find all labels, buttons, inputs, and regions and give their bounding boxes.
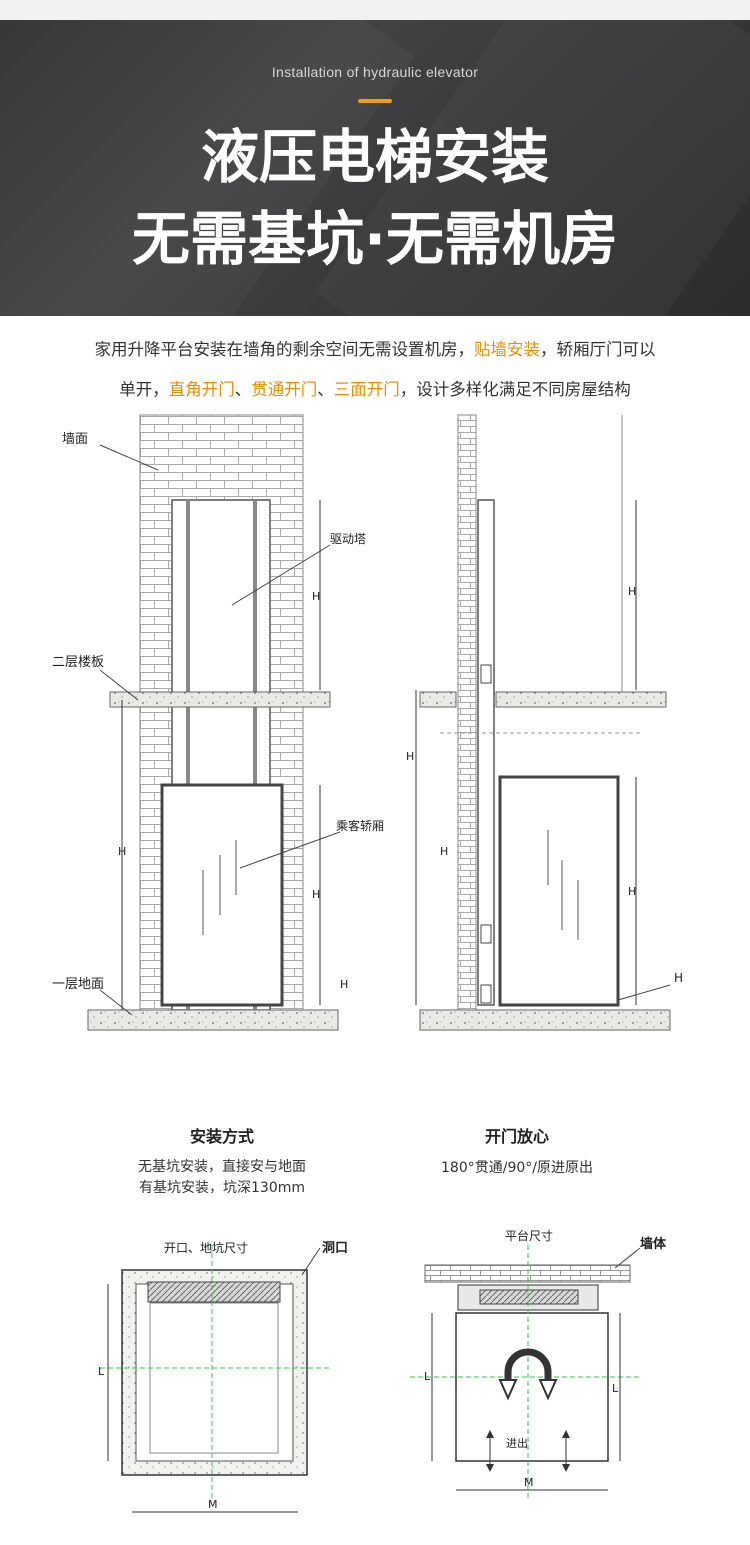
leader-hole (301, 1247, 321, 1276)
hero-accent-bar (358, 99, 392, 103)
intro-text: 、 (317, 380, 334, 399)
label-wall: 墙面 (62, 432, 88, 447)
platform-plan (455, 1312, 609, 1462)
dim-m: M (208, 1498, 218, 1511)
dim-h: H (674, 971, 683, 985)
ground-slab (87, 1009, 339, 1031)
plan-diagram: 开口、地坑尺寸 洞口 M L 进出 平台尺寸 墙体 M L L (98, 1228, 667, 1513)
intro-line1: 家用升降平台安装在墙角的剩余空间无需设置机房，贴墙安装，轿厢厅门可以 (0, 336, 750, 360)
elevation-diagram: 墙面 驱动塔 二层楼板 乘客轿厢 一层地面 H H H H H H (52, 414, 683, 1031)
hero-banner: Installation of hydraulic elevator 液压电梯安… (0, 20, 750, 316)
install-title: 安装方式 (189, 1127, 254, 1146)
arrow-up-icon (486, 1430, 494, 1438)
drive-hatch (479, 1289, 579, 1305)
install-line2: 有基坑安装，坑深130mm (139, 1180, 305, 1196)
arrow-head-icon (538, 1379, 558, 1401)
dim-l: L (612, 1382, 619, 1395)
arrow-down-icon (562, 1464, 570, 1472)
rail (253, 500, 257, 1010)
label-hole: 洞口 (322, 1241, 348, 1256)
ground-slab (419, 1009, 671, 1031)
dim-h: H (312, 590, 320, 603)
brick-wall-side (457, 414, 477, 1011)
leader-h (617, 984, 671, 1001)
passenger-cabin (160, 783, 284, 1007)
door-title: 开门放心 (484, 1127, 549, 1146)
arrow-up-icon (562, 1430, 570, 1438)
label-drive-tower: 驱动塔 (330, 532, 366, 546)
label-first-floor: 一层地面 (52, 977, 104, 992)
label-opening: 开口、地坑尺寸 (164, 1240, 248, 1255)
left-elevation: 墙面 驱动塔 二层楼板 乘客轿厢 一层地面 H H H H (52, 414, 384, 1031)
intro-highlight: 贴墙安装 (474, 340, 540, 359)
hero-subtitle: Installation of hydraulic elevator (271, 64, 479, 80)
slab-right (495, 691, 667, 708)
leader-first-floor (99, 989, 133, 1016)
door-line1: 180°贯通/90°/原进原出 (441, 1160, 593, 1176)
platform-outline (149, 1302, 279, 1454)
dim-h: H (312, 888, 320, 901)
label-second-floor: 二层楼板 (52, 655, 104, 670)
label-wall: 墙体 (640, 1236, 667, 1252)
intro-highlight: 贯通开门 (251, 380, 318, 399)
intro-text: ，设计多样化满足不同房屋结构 (399, 380, 631, 399)
dim-h: H (340, 978, 348, 991)
tower-bracket (480, 924, 492, 944)
intro-highlight: 三面开门 (333, 380, 400, 399)
tower-bracket (480, 984, 492, 1004)
platform-beam (147, 1281, 281, 1303)
intro-line2: 单开，直角开门、贯通开门、三面开门，设计多样化满足不同房屋结构 (0, 376, 750, 400)
intro-text: ，轿厢厅门可以 (540, 340, 656, 359)
u-turn-arrow-icon (504, 1348, 552, 1382)
leader-cabin (239, 831, 341, 869)
cabin-side (498, 775, 620, 1007)
top-strip (0, 0, 750, 20)
intro-text: 家用升降平台安装在墙角的剩余空间无需设置机房， (94, 340, 475, 359)
dim-h: H (628, 885, 636, 898)
leader-wall (99, 444, 159, 471)
right-plan: 进出 平台尺寸 墙体 M L L (410, 1228, 667, 1500)
hero-title-line2: 无需基坑·无需机房 (131, 205, 619, 273)
arrow-head-icon (498, 1379, 518, 1401)
dim-h: H (406, 750, 414, 763)
label-platform: 平台尺寸 (505, 1228, 553, 1243)
rail (186, 500, 190, 1010)
left-plan: 开口、地坑尺寸 洞口 M L (98, 1240, 348, 1513)
dim-h: H (440, 845, 448, 858)
arrow-down-icon (486, 1464, 494, 1472)
hero-title-line1: 液压电梯安装 (200, 123, 549, 191)
dim-h: H (628, 585, 636, 598)
opening-inner (135, 1283, 294, 1462)
right-elevation: H H H H H (406, 414, 683, 1031)
intro-text: 单开， (119, 380, 169, 399)
install-line1: 无基坑安装，直接安与地面 (138, 1159, 306, 1175)
dim-l: L (424, 1370, 431, 1383)
intro-highlight: 直角开门 (168, 380, 235, 399)
drive-tower-side (477, 499, 495, 1006)
dim-l: L (98, 1365, 105, 1378)
label-cabin: 乘客轿厢 (336, 818, 384, 833)
tower-bracket (480, 664, 492, 684)
intro-text: 、 (234, 380, 252, 399)
slab-left (419, 691, 457, 708)
dim-m: M (524, 1476, 534, 1489)
second-floor-slab (109, 691, 331, 708)
leader-second-floor (99, 669, 139, 701)
leader-wall (614, 1247, 641, 1269)
dim-h: H (118, 845, 126, 858)
leader-drive-tower (231, 544, 331, 606)
label-entry: 进出 (506, 1436, 528, 1450)
